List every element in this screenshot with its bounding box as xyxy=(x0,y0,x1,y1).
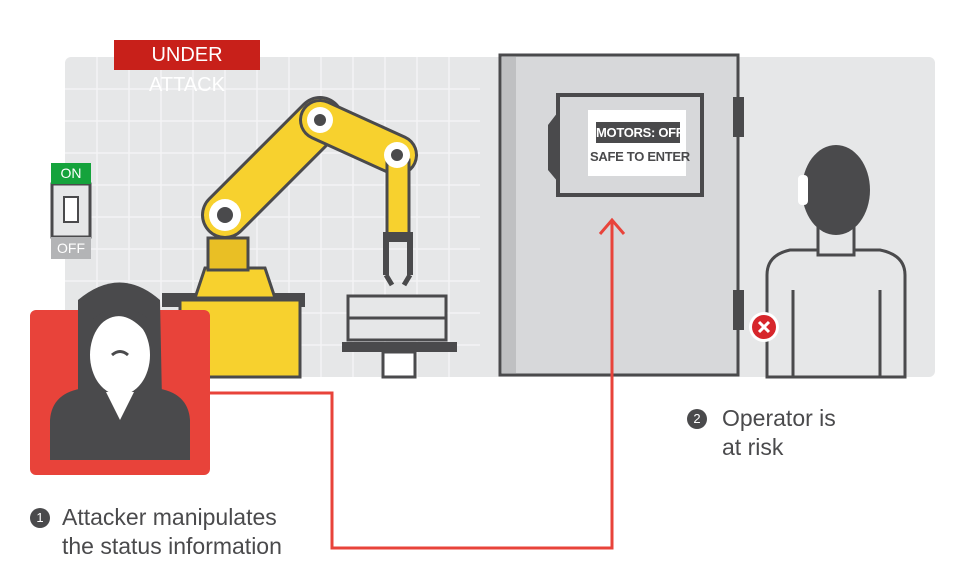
step-1-line2: the status information xyxy=(62,533,282,559)
switch-on-label: ON xyxy=(51,163,91,184)
under-attack-badge: UNDER ATTACK xyxy=(114,40,260,96)
screen-status-safe: SAFE TO ENTER xyxy=(590,149,690,164)
step-number-1: 1 xyxy=(30,508,50,528)
switch-off-label: OFF xyxy=(51,237,91,259)
conveyor-icon xyxy=(342,294,457,379)
control-cabinet-icon xyxy=(498,53,744,377)
screen-status-motors: MOTORS: OFF xyxy=(596,122,684,143)
power-switch xyxy=(50,182,92,239)
operator-icon xyxy=(765,145,907,379)
attacker-icon xyxy=(30,282,210,475)
arrow-head-icon xyxy=(598,217,626,235)
step-number-2: 2 xyxy=(687,409,707,429)
step-2-line1: Operator is xyxy=(722,405,836,431)
risk-x-icon xyxy=(749,312,779,342)
attack-path-line xyxy=(210,222,614,550)
step-2-line2: at risk xyxy=(722,434,784,460)
step-1-line1: Attacker manipulates xyxy=(62,504,277,530)
